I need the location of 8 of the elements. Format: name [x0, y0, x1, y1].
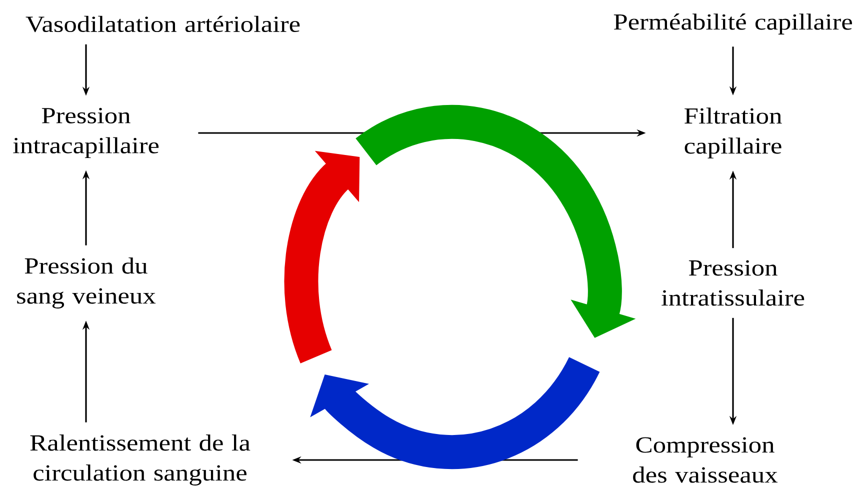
text-label: Pression du sang veineux — [17, 258, 156, 308]
text-label: Pression intratissulaire — [662, 260, 804, 306]
text-label: Pression intracapillaire — [13, 108, 159, 158]
text-label: Perméabilité capillaire — [614, 14, 852, 34]
text-label: Compression des vaisseaux — [633, 437, 778, 483]
text-label: Vasodilatation artériolaire — [26, 16, 300, 32]
text-label: Ralentissement de la circulation sanguine — [30, 434, 250, 486]
text-label: Filtration capillaire — [684, 108, 782, 158]
